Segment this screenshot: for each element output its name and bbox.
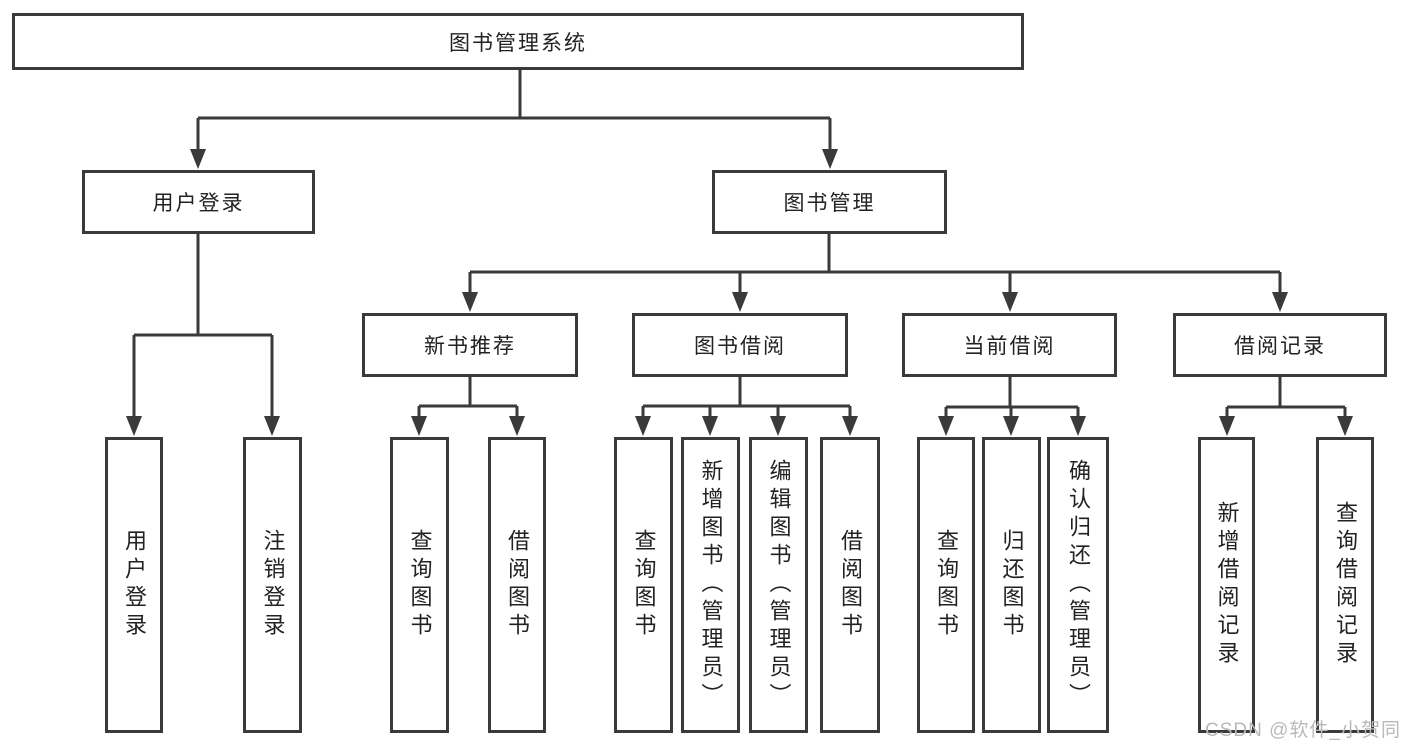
node-root-label: 图书管理系统: [449, 31, 587, 55]
leaf-query-books-borrow: 查询图书: [614, 437, 673, 733]
node-borrow-records-label: 借阅记录: [1234, 335, 1326, 358]
node-user-login: 用户登录: [82, 170, 315, 234]
leaf-user-login-label: 用户登录: [122, 529, 147, 641]
node-book-management: 图书管理: [712, 170, 947, 234]
leaf-add-borrow-record-label: 新增借阅记录: [1214, 501, 1240, 669]
leaf-user-login: 用户登录: [105, 437, 163, 733]
watermark-text: CSDN @软件_小贺同学: [1205, 720, 1401, 741]
leaf-confirm-return-admin: 确认归还（管理员）: [1047, 437, 1109, 733]
leaf-query-books-current: 查询图书: [917, 437, 975, 733]
node-current-borrow-label: 当前借阅: [963, 335, 1056, 358]
leaf-query-books-recommend-label: 查询图书: [407, 529, 433, 641]
leaf-edit-book-admin-label: 编辑图书（管理员）: [766, 459, 792, 711]
node-book-borrow-label: 图书借阅: [694, 335, 786, 358]
leaf-logout: 注销登录: [243, 437, 302, 733]
node-new-book-recommend: 新书推荐: [362, 313, 578, 377]
node-borrow-records: 借阅记录: [1173, 313, 1387, 377]
leaf-query-books-recommend: 查询图书: [390, 437, 449, 733]
leaf-borrow-books-recommend: 借阅图书: [488, 437, 546, 733]
leaf-return-book-label: 归还图书: [999, 529, 1025, 641]
leaf-borrow-books-2-label: 借阅图书: [838, 529, 863, 641]
node-user-login-label: 用户登录: [152, 192, 245, 215]
leaf-logout-label: 注销登录: [260, 529, 286, 641]
leaf-query-books-borrow-label: 查询图书: [631, 529, 657, 641]
leaf-confirm-return-admin-label: 确认归还（管理员）: [1066, 459, 1091, 711]
leaf-query-borrow-record-label: 查询借阅记录: [1333, 501, 1358, 669]
leaf-borrow-books-recommend-label: 借阅图书: [505, 529, 530, 641]
leaf-edit-book-admin: 编辑图书（管理员）: [749, 437, 808, 733]
leaf-query-borrow-record: 查询借阅记录: [1316, 437, 1374, 733]
leaf-query-books-current-label: 查询图书: [934, 529, 959, 641]
node-book-borrow: 图书借阅: [632, 313, 848, 377]
leaf-add-book-admin-label: 新增图书（管理员）: [698, 459, 724, 711]
leaf-add-book-admin: 新增图书（管理员）: [681, 437, 740, 733]
leaf-return-book: 归还图书: [982, 437, 1041, 733]
leaf-add-borrow-record: 新增借阅记录: [1198, 437, 1255, 733]
node-root: 图书管理系统: [12, 13, 1024, 70]
leaf-borrow-books-2: 借阅图书: [820, 437, 880, 733]
node-new-book-recommend-label: 新书推荐: [424, 335, 516, 358]
node-current-borrow: 当前借阅: [902, 313, 1117, 377]
node-book-management-label: 图书管理: [783, 192, 876, 215]
